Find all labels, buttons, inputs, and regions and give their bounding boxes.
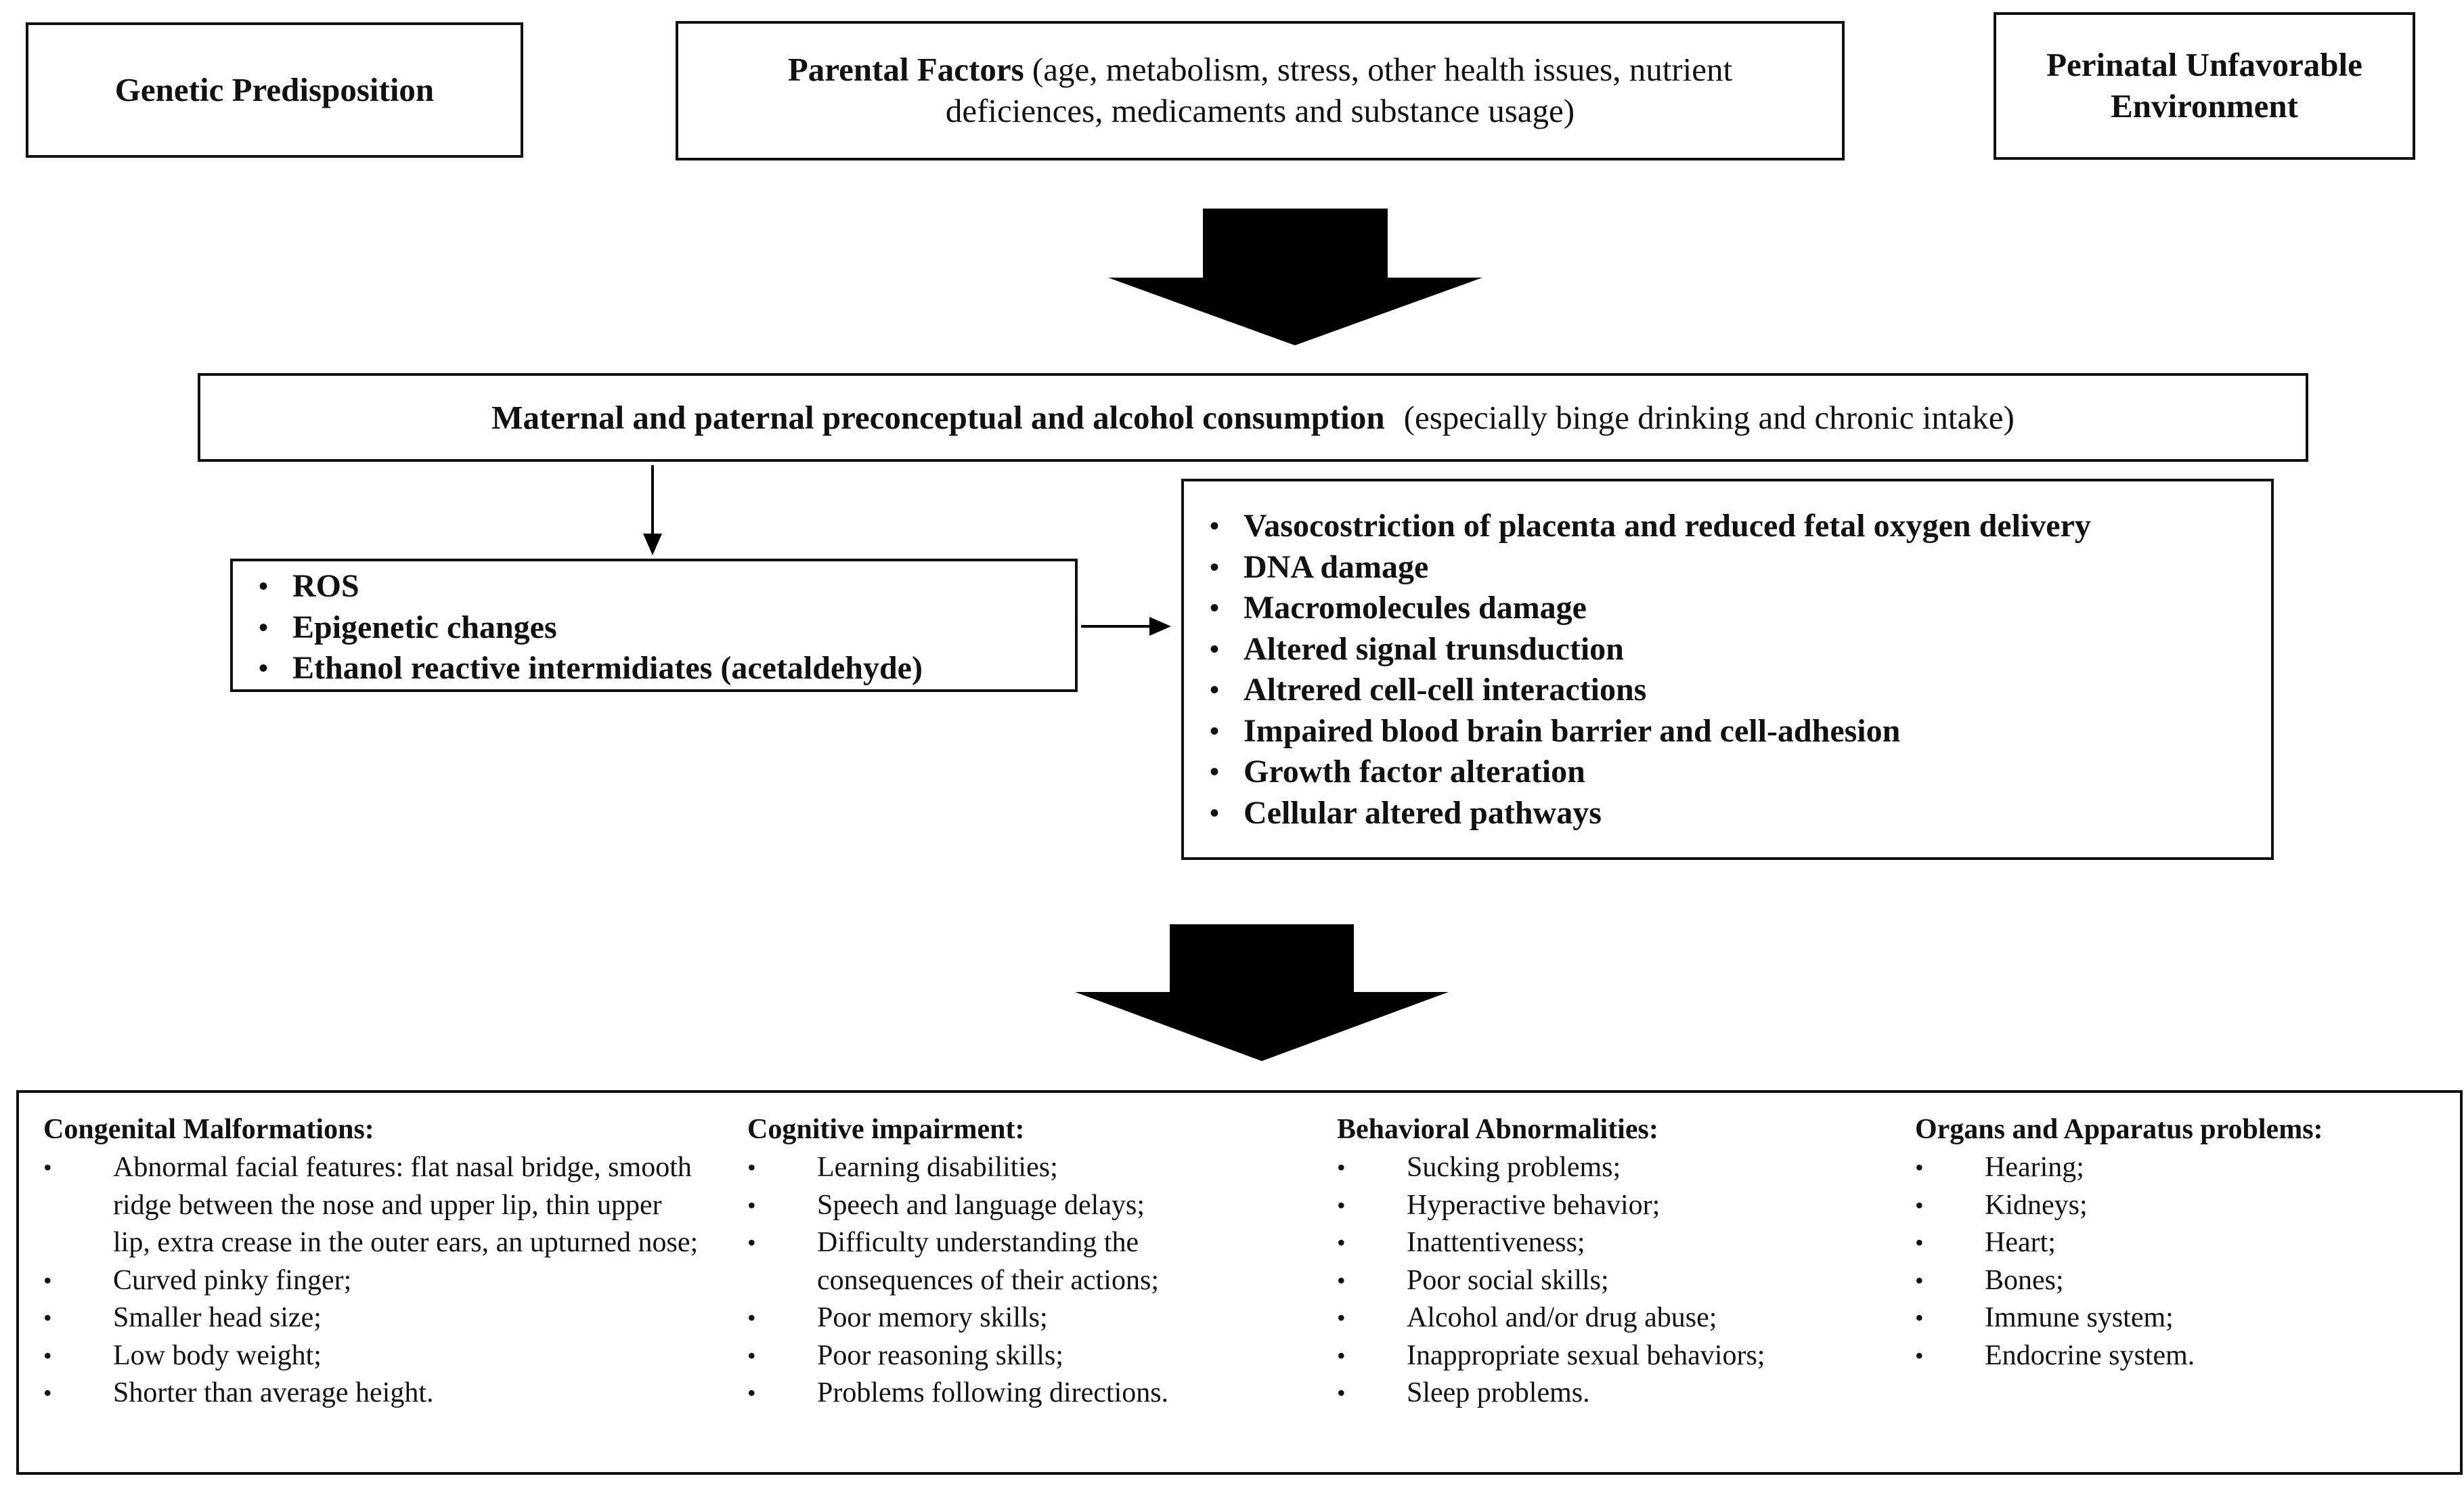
organs-apparatus-title: Organs and Apparatus problems: [1915,1114,2323,1145]
primary-effect-item: ROS [250,566,1075,607]
list-item: Abnormal facial features: flat nasal bri… [43,1149,700,1262]
secondary-effects-box: Vasocostriction of placenta and reduced … [1181,479,2274,860]
list-item: Hearing; [1915,1149,2450,1187]
behavioral-abnormalities-list: Sucking problems; Hyperactive behavior; … [1337,1149,1899,1412]
list-item: Poor reasoning skills; [747,1337,1282,1375]
congenital-malformations-title: Congenital Malformations: [43,1114,374,1145]
congenital-malformations-list: Abnormal facial features: flat nasal bri… [43,1149,700,1412]
list-item: Poor social skills; [1337,1262,1899,1300]
secondary-effect-item: Vasocostriction of placenta and reduced … [1202,506,2271,547]
block-arrow-top [1108,209,1482,345]
secondary-effect-item: Altered signal trunsduction [1202,629,2271,670]
organs-apparatus-column: Organs and Apparatus problems: Hearing; … [1915,1112,2450,1375]
list-item: Kidneys; [1915,1187,2450,1225]
secondary-effect-item: Growth factor alteration [1202,752,2271,793]
list-item: Immune system; [1915,1299,2450,1337]
list-item: Endocrine system. [1915,1337,2450,1375]
list-item: Inattentiveness; [1337,1224,1899,1262]
alcohol-consumption-detail: (especially binge drinking and chronic i… [1403,399,2015,436]
secondary-effect-item: Impaired blood brain barrier and cell-ad… [1202,711,2271,752]
secondary-effects-list: Vasocostriction of placenta and reduced … [1202,506,2271,834]
cognitive-impairment-list: Learning disabilities; Speech and langua… [747,1149,1282,1412]
secondary-effect-item: Macromolecules damage [1202,588,2271,629]
parental-factors-detail: (age, metabolism, stress, other health i… [945,51,1733,129]
parental-factors-title: Parental Factors [787,51,1024,89]
list-item: Inappropriate sexual behaviors; [1337,1337,1899,1375]
perinatal-environment-box: Perinatal Unfavorable Environment [1994,12,2415,160]
list-item: Learning disabilities; [747,1149,1282,1187]
list-item: Poor memory skills; [747,1299,1282,1337]
list-item: Hyperactive behavior; [1337,1187,1899,1225]
primary-effects-box: ROS Epigenetic changes Ethanol reactive … [230,559,1078,692]
list-item: Problems following directions. [747,1375,1282,1412]
cognitive-impairment-title: Cognitive impairment: [747,1114,1025,1145]
list-item: Smaller head size; [43,1299,700,1337]
primary-effect-item: Epigenetic changes [250,607,1075,649]
perinatal-environment-label: Perinatal Unfavorable Environment [2046,46,2362,125]
organs-apparatus-list: Hearing; Kidneys; Heart; Bones; Immune s… [1915,1149,2450,1375]
arrow-down-head [643,534,662,555]
parental-factors-box: Parental Factors (age, metabolism, stres… [676,21,1845,160]
list-item: Sucking problems; [1337,1149,1899,1187]
list-item: Speech and language delays; [747,1187,1282,1225]
behavioral-abnormalities-title: Behavioral Abnormalities: [1337,1114,1658,1145]
list-item: Sleep problems. [1337,1375,1899,1412]
list-item: Alcohol and/or drug abuse; [1337,1299,1899,1337]
arrow-right-head [1149,617,1171,636]
list-item: Low body weight; [43,1337,700,1375]
secondary-effect-item: Cellular altered pathways [1202,793,2271,834]
alcohol-consumption-box: Maternal and paternal preconceptual and … [198,373,2308,462]
list-item: Difficulty understanding the consequence… [747,1224,1282,1299]
primary-effects-list: ROS Epigenetic changes Ethanol reactive … [250,566,1075,689]
alcohol-consumption-title: Maternal and paternal preconceptual and … [491,399,1385,436]
list-item: Heart; [1915,1224,2450,1262]
secondary-effect-item: DNA damage [1202,547,2271,588]
genetic-predisposition-box: Genetic Predisposition [26,22,523,158]
block-arrow-bottom [1075,924,1449,1061]
behavioral-abnormalities-column: Behavioral Abnormalities: Sucking proble… [1337,1112,1899,1412]
list-item: Shorter than average height. [43,1375,700,1412]
list-item: Bones; [1915,1262,2450,1300]
genetic-predisposition-label: Genetic Predisposition [114,70,435,108]
primary-effect-item: Ethanol reactive intermidiates (acetalde… [250,648,1075,689]
list-item: Curved pinky finger; [43,1262,700,1300]
parental-factors-text: Parental Factors (age, metabolism, stres… [719,49,1801,132]
congenital-malformations-column: Congenital Malformations: Abnormal facia… [43,1112,700,1412]
secondary-effect-item: Altrered cell-cell interactions [1202,670,2271,711]
cognitive-impairment-column: Cognitive impairment: Learning disabilit… [747,1112,1282,1412]
